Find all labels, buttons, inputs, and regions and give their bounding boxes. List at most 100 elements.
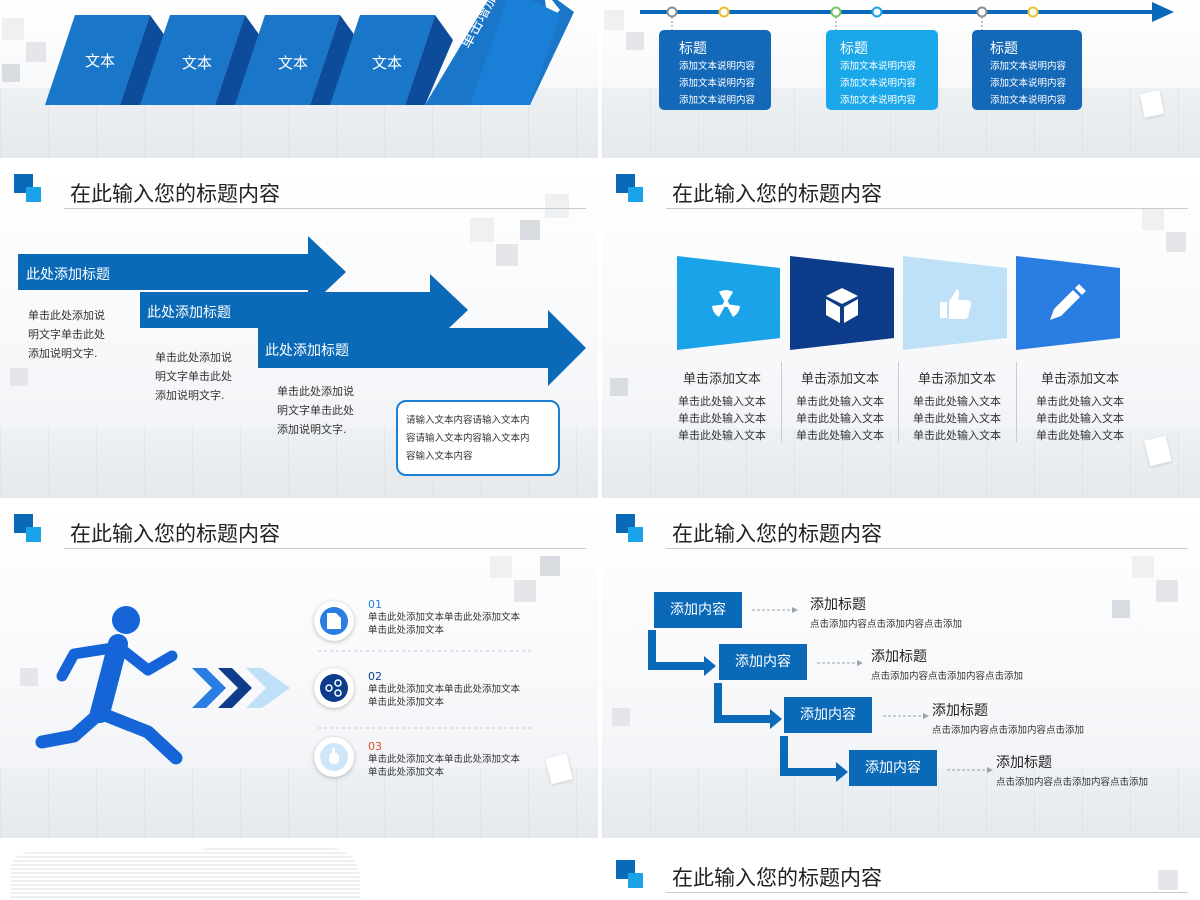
slide-title: 在此输入您的标题内容 <box>672 866 882 890</box>
arrow-desc: 单击此处添加说 明文字单击此处 添加说明文字. <box>155 348 232 405</box>
step-label: 文本 <box>182 54 213 72</box>
flow-label: 添加标题 点击添加内容点击添加内容点击添加 <box>871 646 1023 682</box>
decor-cube <box>612 708 630 726</box>
decor-cube <box>520 220 540 240</box>
column-line: 单击此处输入文本 <box>678 412 766 425</box>
title-underline <box>64 208 586 209</box>
flow-label: 添加标题 点击添加内容点击添加内容点击添加 <box>810 594 962 630</box>
flow-title: 添加标题 <box>996 755 1052 771</box>
callout-line: 容输入文本内容 <box>406 451 473 462</box>
column-line: 单击此处输入文本 <box>913 395 1001 408</box>
card-line: 添加文本说明内容 <box>990 95 1067 106</box>
column-2: 单击添加文本 单击此处输入文本 单击此处输入文本 单击此处输入文本 <box>790 368 890 444</box>
step-label: 文本 <box>278 54 309 72</box>
decor-cube <box>26 42 46 62</box>
decor-cube <box>2 64 20 82</box>
decor-cube <box>626 32 644 50</box>
slide-4[interactable]: 在此输入您的标题内容 <box>602 168 1200 498</box>
column-title: 单击添加文本 <box>800 372 879 387</box>
list-line: 单击此处添加文本单击此处添加文本 <box>368 684 521 695</box>
flow-box[interactable]: 添加内容 <box>654 592 742 628</box>
stepped-arrows <box>18 236 586 386</box>
column-line: 单击此处输入文本 <box>1036 395 1124 408</box>
slide-2[interactable]: 标题 添加文本说明内容 添加文本说明内容 添加文本说明内容 标题 添加文本说明内… <box>602 0 1200 158</box>
slide-6[interactable]: 在此输入您的标题内容 添加内容 添加内容 添加内容 <box>602 508 1200 838</box>
card-line: 添加文本说明内容 <box>679 61 756 72</box>
timeline-card[interactable]: 标题 添加文本说明内容 添加文本说明内容 添加文本说明内容 <box>826 30 938 110</box>
runner-icon <box>35 606 183 765</box>
column-line: 单击此处输入文本 <box>796 412 884 425</box>
slide-8-partial[interactable]: 在此输入您的标题内容 <box>602 848 1200 900</box>
list-line: 单击此处添加文本单击此处添加文本 <box>368 754 521 765</box>
flow-box[interactable]: 添加内容 <box>849 750 937 786</box>
logo-square <box>628 187 643 202</box>
decor-cube <box>604 10 624 30</box>
desc-line: 添加说明文字. <box>155 389 225 402</box>
list-line: 单击此处添加文本 <box>368 625 445 636</box>
slide-3[interactable]: 在此输入您的标题内容 此处添加标题 此处添加标题 此处添加标题 单击此处添加说 … <box>0 168 598 498</box>
flow-desc: 点击添加内容点击添加内容点击添加 <box>932 725 1085 736</box>
slide-7-partial[interactable] <box>0 848 598 900</box>
arrow-title: 此处添加标题 <box>265 343 349 359</box>
card-line: 添加文本说明内容 <box>679 78 756 89</box>
column-1: 单击添加文本 单击此处输入文本 单击此处输入文本 单击此处输入文本 <box>672 368 772 444</box>
column-line: 单击此处输入文本 <box>796 429 884 442</box>
desc-line: 添加说明文字. <box>28 347 98 360</box>
card-line: 添加文本说明内容 <box>990 61 1067 72</box>
title-underline <box>64 548 586 549</box>
runner-graphic <box>35 606 534 765</box>
decor-cube <box>490 556 512 578</box>
card-line: 添加文本说明内容 <box>679 95 756 106</box>
column-line: 单击此处输入文本 <box>1036 429 1124 442</box>
column-line: 单击此处输入文本 <box>678 395 766 408</box>
slide-5[interactable]: 在此输入您的标题内容 <box>0 508 598 838</box>
column-line: 单击此处输入文本 <box>796 395 884 408</box>
pencil-icon <box>1050 284 1086 320</box>
decor-cube <box>20 668 38 686</box>
step-label: 文本 <box>85 52 116 70</box>
arrow-desc: 单击此处添加说 明文字单击此处 添加说明文字. <box>277 382 354 439</box>
desc-line: 单击此处添加说 <box>28 309 105 322</box>
flow-desc: 点击添加内容点击添加内容点击添加 <box>996 777 1149 788</box>
column-3: 单击添加文本 单击此处输入文本 单击此处输入文本 单击此处输入文本 <box>907 368 1007 444</box>
slide-title: 在此输入您的标题内容 <box>70 522 280 546</box>
list-num: 03 <box>368 740 382 753</box>
desc-line: 添加说明文字. <box>277 423 347 436</box>
flow-box[interactable]: 添加内容 <box>719 644 807 680</box>
document-icon <box>327 613 341 629</box>
decor-cube <box>1156 580 1178 602</box>
title-underline <box>666 208 1188 209</box>
floor <box>602 428 1200 498</box>
world-map-pattern <box>180 848 360 900</box>
list-badge <box>314 668 354 708</box>
slide-title: 在此输入您的标题内容 <box>70 182 280 206</box>
thumbs-up-icon <box>940 289 972 319</box>
list-item: 01 单击此处添加文本单击此处添加文本 单击此处添加文本 <box>368 598 520 637</box>
flow-title: 添加标题 <box>810 597 866 613</box>
radiation-icon <box>712 290 740 317</box>
callout-line: 请输入文本内容请输入文本内 <box>406 415 530 426</box>
flow-desc: 点击添加内容点击添加内容点击添加 <box>871 671 1024 682</box>
decor-cube <box>610 378 628 396</box>
timeline <box>640 2 1174 40</box>
list-badge-core <box>320 674 348 702</box>
decor-cube <box>10 368 28 386</box>
logo-square <box>26 187 41 202</box>
flow-box[interactable]: 添加内容 <box>784 697 872 733</box>
slide-1[interactable]: 文本 文本 文本 文本 单击增加标题 <box>0 0 598 158</box>
column-line: 单击此处输入文本 <box>1036 412 1124 425</box>
timeline-card[interactable]: 标题 添加文本说明内容 添加文本说明内容 添加文本说明内容 <box>659 30 771 110</box>
floor <box>0 768 598 838</box>
desc-line: 单击此处添加说 <box>155 351 232 364</box>
callout-line: 容请输入文本内容输入文本内 <box>406 433 530 444</box>
decor-cube <box>470 218 494 242</box>
callout-box[interactable]: 请输入文本内容请输入文本内 容请输入文本内容输入文本内 容输入文本内容 <box>396 400 560 476</box>
chevrons-icon <box>192 668 290 708</box>
desc-line: 明文字单击此处 <box>155 370 232 383</box>
slide-title: 在此输入您的标题内容 <box>672 182 882 206</box>
share-icon <box>325 679 342 697</box>
timeline-card[interactable]: 标题 添加文本说明内容 添加文本说明内容 添加文本说明内容 <box>972 30 1082 110</box>
column-divider <box>781 362 782 442</box>
cube-icon <box>826 288 858 323</box>
